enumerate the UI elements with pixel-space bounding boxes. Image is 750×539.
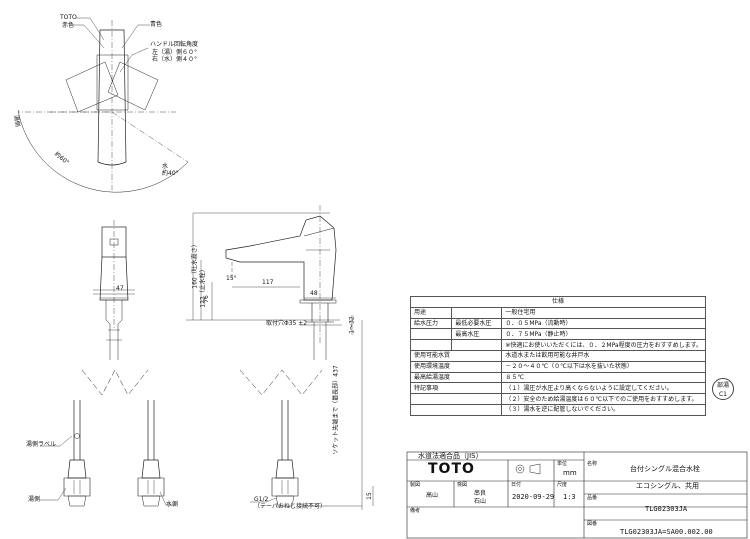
cold-side-pipe-label: 水側 bbox=[166, 501, 179, 508]
drawn-label: 製図 bbox=[410, 482, 421, 488]
dim-thickness: 1〜32 bbox=[348, 316, 356, 334]
jis-label: 水道法適合品（JIS） bbox=[418, 452, 483, 460]
date-label: 日付 bbox=[511, 482, 522, 488]
dim-160: 160（吐水高さ） bbox=[191, 241, 199, 289]
product-name-1: 台付シングル混合水栓 bbox=[630, 465, 700, 473]
drawn-by: 高山 bbox=[426, 492, 439, 499]
dim-117: 117 bbox=[262, 279, 274, 286]
dim-47: 47 bbox=[116, 285, 124, 292]
checked-by-1: 串良 bbox=[474, 490, 487, 497]
mount-hole-dim: 取付穴Φ35 ±2 bbox=[266, 320, 308, 327]
table-row: 最高水圧 ０．７５MPa（静止時） bbox=[409, 328, 706, 341]
table-row: （３）湯水を逆に配管しないでください。 bbox=[409, 403, 706, 416]
cold-color-label: 青色 bbox=[150, 21, 163, 28]
hot-side-label: 湯側 bbox=[12, 114, 21, 128]
table-row: （２）安全のため給湯温度は６０℃以下でのご使用をおすすめします。 bbox=[409, 393, 706, 405]
table-row: 使用環境温度 －２０〜４０℃（０℃以下は水を抜いた状態） bbox=[409, 360, 706, 373]
handle-angle-title: ハンドル回転角度 bbox=[150, 41, 199, 48]
table-row: ※快適にお使いいただくには、０．２MPa程度の圧力をおすすめします。 bbox=[409, 339, 706, 351]
scale-label: 尺度 bbox=[557, 482, 568, 488]
drawing-date: 2020-09-29 bbox=[512, 493, 555, 501]
hot-color-label: 赤色 bbox=[62, 22, 75, 29]
projection-symbol bbox=[515, 463, 541, 475]
front-view bbox=[40, 220, 176, 507]
cold-side-label: 水 bbox=[162, 163, 169, 170]
brand-label: TOTO bbox=[60, 14, 77, 21]
dim-15deg: 15° bbox=[226, 275, 237, 282]
dim-15: 15 bbox=[365, 492, 373, 500]
thread-note: （テーパおねじ接続不可） bbox=[254, 503, 326, 510]
scale-value: 1:3 bbox=[563, 493, 576, 501]
unit-label: 単位 bbox=[557, 461, 568, 467]
dim-76: 76 bbox=[202, 295, 210, 303]
checked-by-2: 石山 bbox=[474, 498, 487, 505]
spec-title: 仕様 bbox=[410, 296, 706, 308]
hot-side-pipe-label: 湯側 bbox=[28, 496, 41, 503]
hot-hose-label: 湯側ラベル bbox=[26, 441, 57, 448]
plan-view bbox=[17, 17, 189, 193]
table-row: 給水圧力 最低必要水圧 ０．０５MPa（流動時） bbox=[409, 317, 706, 330]
name-label: 名称 bbox=[587, 461, 598, 467]
handle-angle-left: 左（湯）側６０° bbox=[152, 49, 198, 56]
side-view bbox=[186, 205, 374, 510]
product-name-2: エコシングル、共用 bbox=[636, 482, 699, 490]
remarks-label: 備考 bbox=[410, 508, 421, 514]
drawing-no-label: 図番 bbox=[587, 521, 598, 527]
table-row: 使用可能水質 水道水または飲用可能な井戸水 bbox=[409, 349, 706, 362]
drawing-number: TLG02303JA=SA00.002.00 bbox=[620, 528, 713, 536]
unit-value: mm bbox=[563, 469, 577, 477]
department-stamp: 部湯 C1 bbox=[712, 378, 734, 400]
dim-socket-length: ソケット先端まで（最長部）437 bbox=[332, 365, 340, 455]
toto-logo: TOTO bbox=[428, 461, 475, 477]
product-label: 品番 bbox=[587, 495, 598, 501]
cold-side-angle: 約40° bbox=[162, 170, 179, 177]
thread-spec: G1/2 bbox=[254, 496, 269, 503]
title-block-frame bbox=[406, 451, 748, 539]
check-label: 検図 bbox=[457, 482, 468, 488]
spec-table: 仕様 用途 一般住宅用 給水圧力 最低必要水圧 ０．０５MPa（流動時） 最高水… bbox=[409, 296, 706, 416]
table-row: 用途 一般住宅用 bbox=[409, 306, 706, 319]
table-row: 特記事項 （１）湯圧が水圧より高くならないように設定してください。 bbox=[409, 382, 706, 395]
table-row: 最高給湯温度 ８５℃ bbox=[409, 371, 706, 384]
dim-48: 48 bbox=[310, 290, 318, 297]
product-number: TLG02303JA bbox=[645, 505, 688, 513]
handle-angle-right: 右（水）側４０° bbox=[152, 56, 198, 63]
